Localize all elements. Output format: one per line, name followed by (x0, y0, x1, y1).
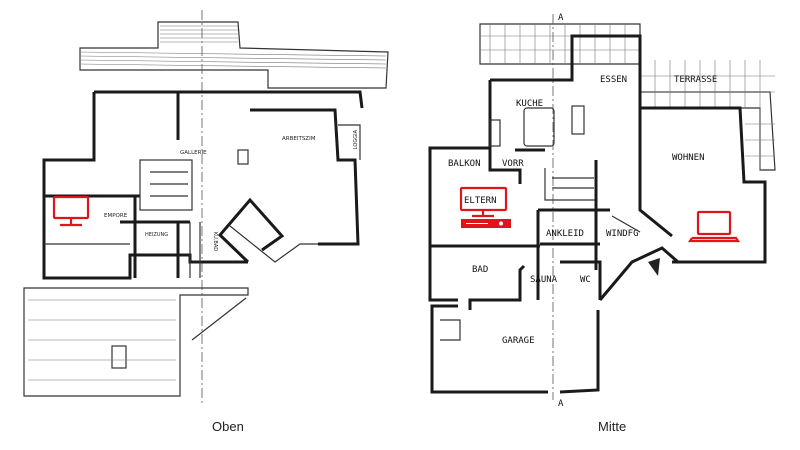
terrace-grid (479, 23, 776, 171)
room-label-essen: ESSEN (600, 75, 627, 85)
walls-mitte (428, 34, 767, 394)
room-label-loggia: LOGGIA (353, 129, 359, 149)
plan-oben: GALLERIE ARBEITSZIM LOGGIA EMPORE HEIZUN… (23, 10, 389, 405)
room-label-terrasse: TERRASSE (674, 75, 717, 85)
room-label-eltern: ELTERN (464, 196, 497, 206)
room-label-kuche: KUCHE (516, 99, 543, 109)
plan-caption-mitte: Mitte (598, 419, 627, 434)
receiver-icon (461, 219, 511, 228)
room-label-arbeitszimmer: ARBEITSZIM (282, 136, 316, 142)
room-label-windfg: WINDFG (606, 229, 639, 239)
laptop-icon (687, 210, 741, 243)
roof-hatch-top (79, 21, 389, 89)
room-label-wohnen: WOHNEN (672, 153, 705, 163)
room-label-garage: GARAGE (502, 336, 535, 346)
tv-icon (52, 195, 90, 227)
walls-oben (42, 90, 364, 280)
room-label-sauna: SAUNA (530, 275, 558, 285)
section-mark-bottom: A (558, 399, 564, 409)
roof-hatch-bottom (23, 287, 249, 397)
room-label-gallerie: GALLERIE (180, 150, 207, 156)
room-label-bad: BAD (472, 265, 488, 275)
room-label-balkon: BALKON (448, 159, 481, 169)
room-label-empore: EMPORE (104, 213, 128, 219)
tv-icon (459, 186, 508, 218)
room-label-ankleid: ANKLEID (546, 229, 584, 239)
section-mark-top: A (558, 13, 564, 23)
room-label-vorr: VORR (502, 159, 524, 169)
room-label-heizung: HEIZUNG (145, 232, 168, 238)
plan-mitte: A A (428, 13, 776, 409)
room-label-kubad: KU.BAD (212, 232, 218, 251)
plan-caption-oben: Oben (212, 419, 244, 434)
room-label-wc: WC (580, 275, 591, 285)
